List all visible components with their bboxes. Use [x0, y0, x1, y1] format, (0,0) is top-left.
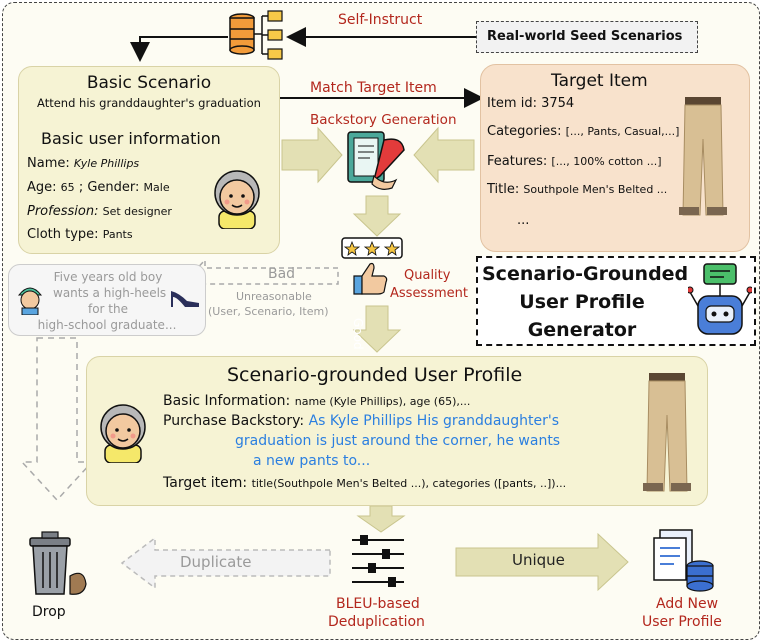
bad-example-line3: for the: [87, 302, 128, 316]
profile-basic-label: Basic Information:: [163, 393, 291, 409]
gender-value: Male: [143, 181, 170, 194]
features-label: Features:: [487, 154, 548, 169]
features-value: [..., 100% cotton ...]: [551, 155, 662, 168]
age-separator: ;: [78, 180, 84, 195]
duplicate-label: Duplicate: [180, 553, 252, 571]
profession-label: Profession:: [27, 204, 99, 219]
profile-target-value: title(Southpole Men's Belted ...), categ…: [251, 477, 567, 490]
basic-user-info-title: Basic user information: [41, 129, 221, 148]
bleu-line2: Deduplication: [328, 614, 425, 630]
item-id: Item id: 3754: [487, 96, 575, 111]
age-value: 65: [60, 181, 75, 194]
profile-target-row: Target item: title(Southpole Men's Belte…: [163, 475, 566, 492]
age-gender-row: Age: 65 ; Gender: Male: [27, 180, 170, 196]
high-heels-icon: [171, 291, 199, 307]
add-line1: Add New: [656, 596, 719, 612]
profile-backstory-row: Purchase Backstory: As Kyle Phillips His…: [163, 413, 559, 429]
self-instruct-label: Self-Instruct: [338, 12, 423, 28]
drop-label: Drop: [32, 604, 66, 620]
backstory-generation-label: Backstory Generation: [310, 112, 457, 128]
dashed-arrow-bad: [188, 258, 339, 294]
profession-row: Profession: Set designer: [27, 204, 172, 220]
profile-basic-row: Basic Information: name (Kyle Phillips),…: [163, 393, 470, 410]
name-row: Name: Kyle Phillips: [27, 156, 139, 172]
features-row: Features: [..., 100% cotton ...]: [487, 154, 662, 170]
profile-backstory-line2: graduation is just around the corner, he…: [235, 433, 561, 449]
seed-scenarios-box: Real-world Seed Scenarios: [476, 21, 698, 53]
profile-backstory-line1: As Kyle Phillips His granddaughter's: [308, 413, 560, 429]
cloth-value: Pants: [102, 228, 133, 241]
categories-label: Categories:: [487, 124, 562, 139]
profile-grandpa-avatar-icon: [100, 404, 146, 463]
seed-scenarios-label: Real-world Seed Scenarios: [487, 29, 683, 44]
basic-scenario-box: Basic Scenario Attend his granddaughter'…: [18, 66, 280, 254]
unique-label: Unique: [512, 551, 565, 569]
bad-example-line4: high-school graduate...: [37, 318, 177, 332]
user-profile-box: Scenario-grounded User Profile Basic Inf…: [86, 356, 708, 506]
generator-line3: Generator: [527, 319, 637, 341]
gender-label: Gender:: [87, 180, 140, 195]
generator-line1: Scenario-Grounded: [482, 263, 689, 285]
name-value: Kyle Phillips: [73, 157, 140, 170]
robot-generator-icon: [688, 263, 752, 335]
fat-arrow-to-bleu: [356, 505, 406, 533]
unreasonable-label: Unreasonable: [236, 290, 312, 303]
profile-pants-image: [643, 373, 691, 492]
cloth-label: Cloth type:: [27, 227, 99, 242]
bad-label: Bad: [268, 266, 296, 282]
database-folder-icon: [229, 10, 283, 60]
profile-title: Scenario-grounded User Profile: [227, 364, 523, 386]
title-label: Title:: [487, 182, 520, 197]
add-profile-documents-icon: [653, 529, 714, 592]
quality-line2: Assessment: [390, 286, 468, 301]
categories-value: [..., Pants, Casual,...]: [565, 125, 680, 138]
dedup-sliders-icon: [352, 535, 404, 587]
fat-arrow-to-quality: [352, 195, 402, 237]
bad-example-line1: Five years old boy: [53, 270, 163, 284]
profile-backstory-line3: a new pants to...: [253, 453, 371, 469]
profile-target-label: Target item:: [163, 475, 248, 491]
quality-line1: Quality: [404, 268, 451, 283]
unreasonable-detail: (User, Scenario, Item): [208, 305, 329, 318]
good-label: Good: [351, 318, 365, 350]
title-row: Title: Southpole Men's Belted ...: [487, 182, 667, 198]
fat-arrow-item-to-backstory: [413, 126, 475, 184]
arrow-db-to-scenario: [130, 36, 228, 62]
target-item-box: Target Item Item id: 3754 Categories: [.…: [480, 64, 750, 252]
bleu-line1: BLEU-based: [336, 596, 420, 612]
grandpa-avatar-icon: [214, 170, 260, 229]
age-label: Age:: [27, 180, 57, 195]
profile-backstory-label: Purchase Backstory:: [163, 413, 305, 429]
generator-box: Scenario-Grounded User Profile Generator: [476, 256, 756, 346]
boy-avatar-icon: [17, 287, 43, 315]
pants-image: [679, 97, 727, 216]
basic-scenario-subtitle: Attend his granddaughter's graduation: [37, 96, 261, 110]
dashed-arrow-to-drop: [20, 337, 94, 502]
profession-value: Set designer: [102, 205, 172, 218]
quality-stars-thumb-icon: [341, 237, 403, 295]
basic-scenario-title: Basic Scenario: [86, 73, 212, 93]
generator-line2: User Profile: [519, 291, 645, 313]
bad-example-box: Five years old boy wants a high-heels fo…: [8, 264, 206, 336]
match-target-label: Match Target Item: [310, 80, 437, 96]
categories-row: Categories: [..., Pants, Casual,...]: [487, 124, 679, 140]
bad-example-line2: wants a high-heels: [53, 286, 167, 300]
profile-basic-value: name (Kyle Phillips), age (65),...: [294, 395, 471, 408]
add-line2: User Profile: [642, 614, 722, 630]
name-label: Name:: [27, 156, 70, 171]
fat-arrow-user-to-backstory: [281, 126, 343, 184]
item-ellipsis: ...: [517, 213, 530, 228]
target-item-title: Target Item: [551, 71, 648, 91]
dashed-arrow-duplicate: [120, 536, 331, 590]
backstory-document-icon: [347, 131, 405, 190]
trash-bin-icon: [29, 531, 87, 595]
title-value: Southpole Men's Belted ...: [523, 183, 668, 196]
fat-arrow-unique: [455, 532, 629, 592]
fat-arrow-good: [352, 305, 402, 353]
cloth-row: Cloth type: Pants: [27, 227, 133, 243]
